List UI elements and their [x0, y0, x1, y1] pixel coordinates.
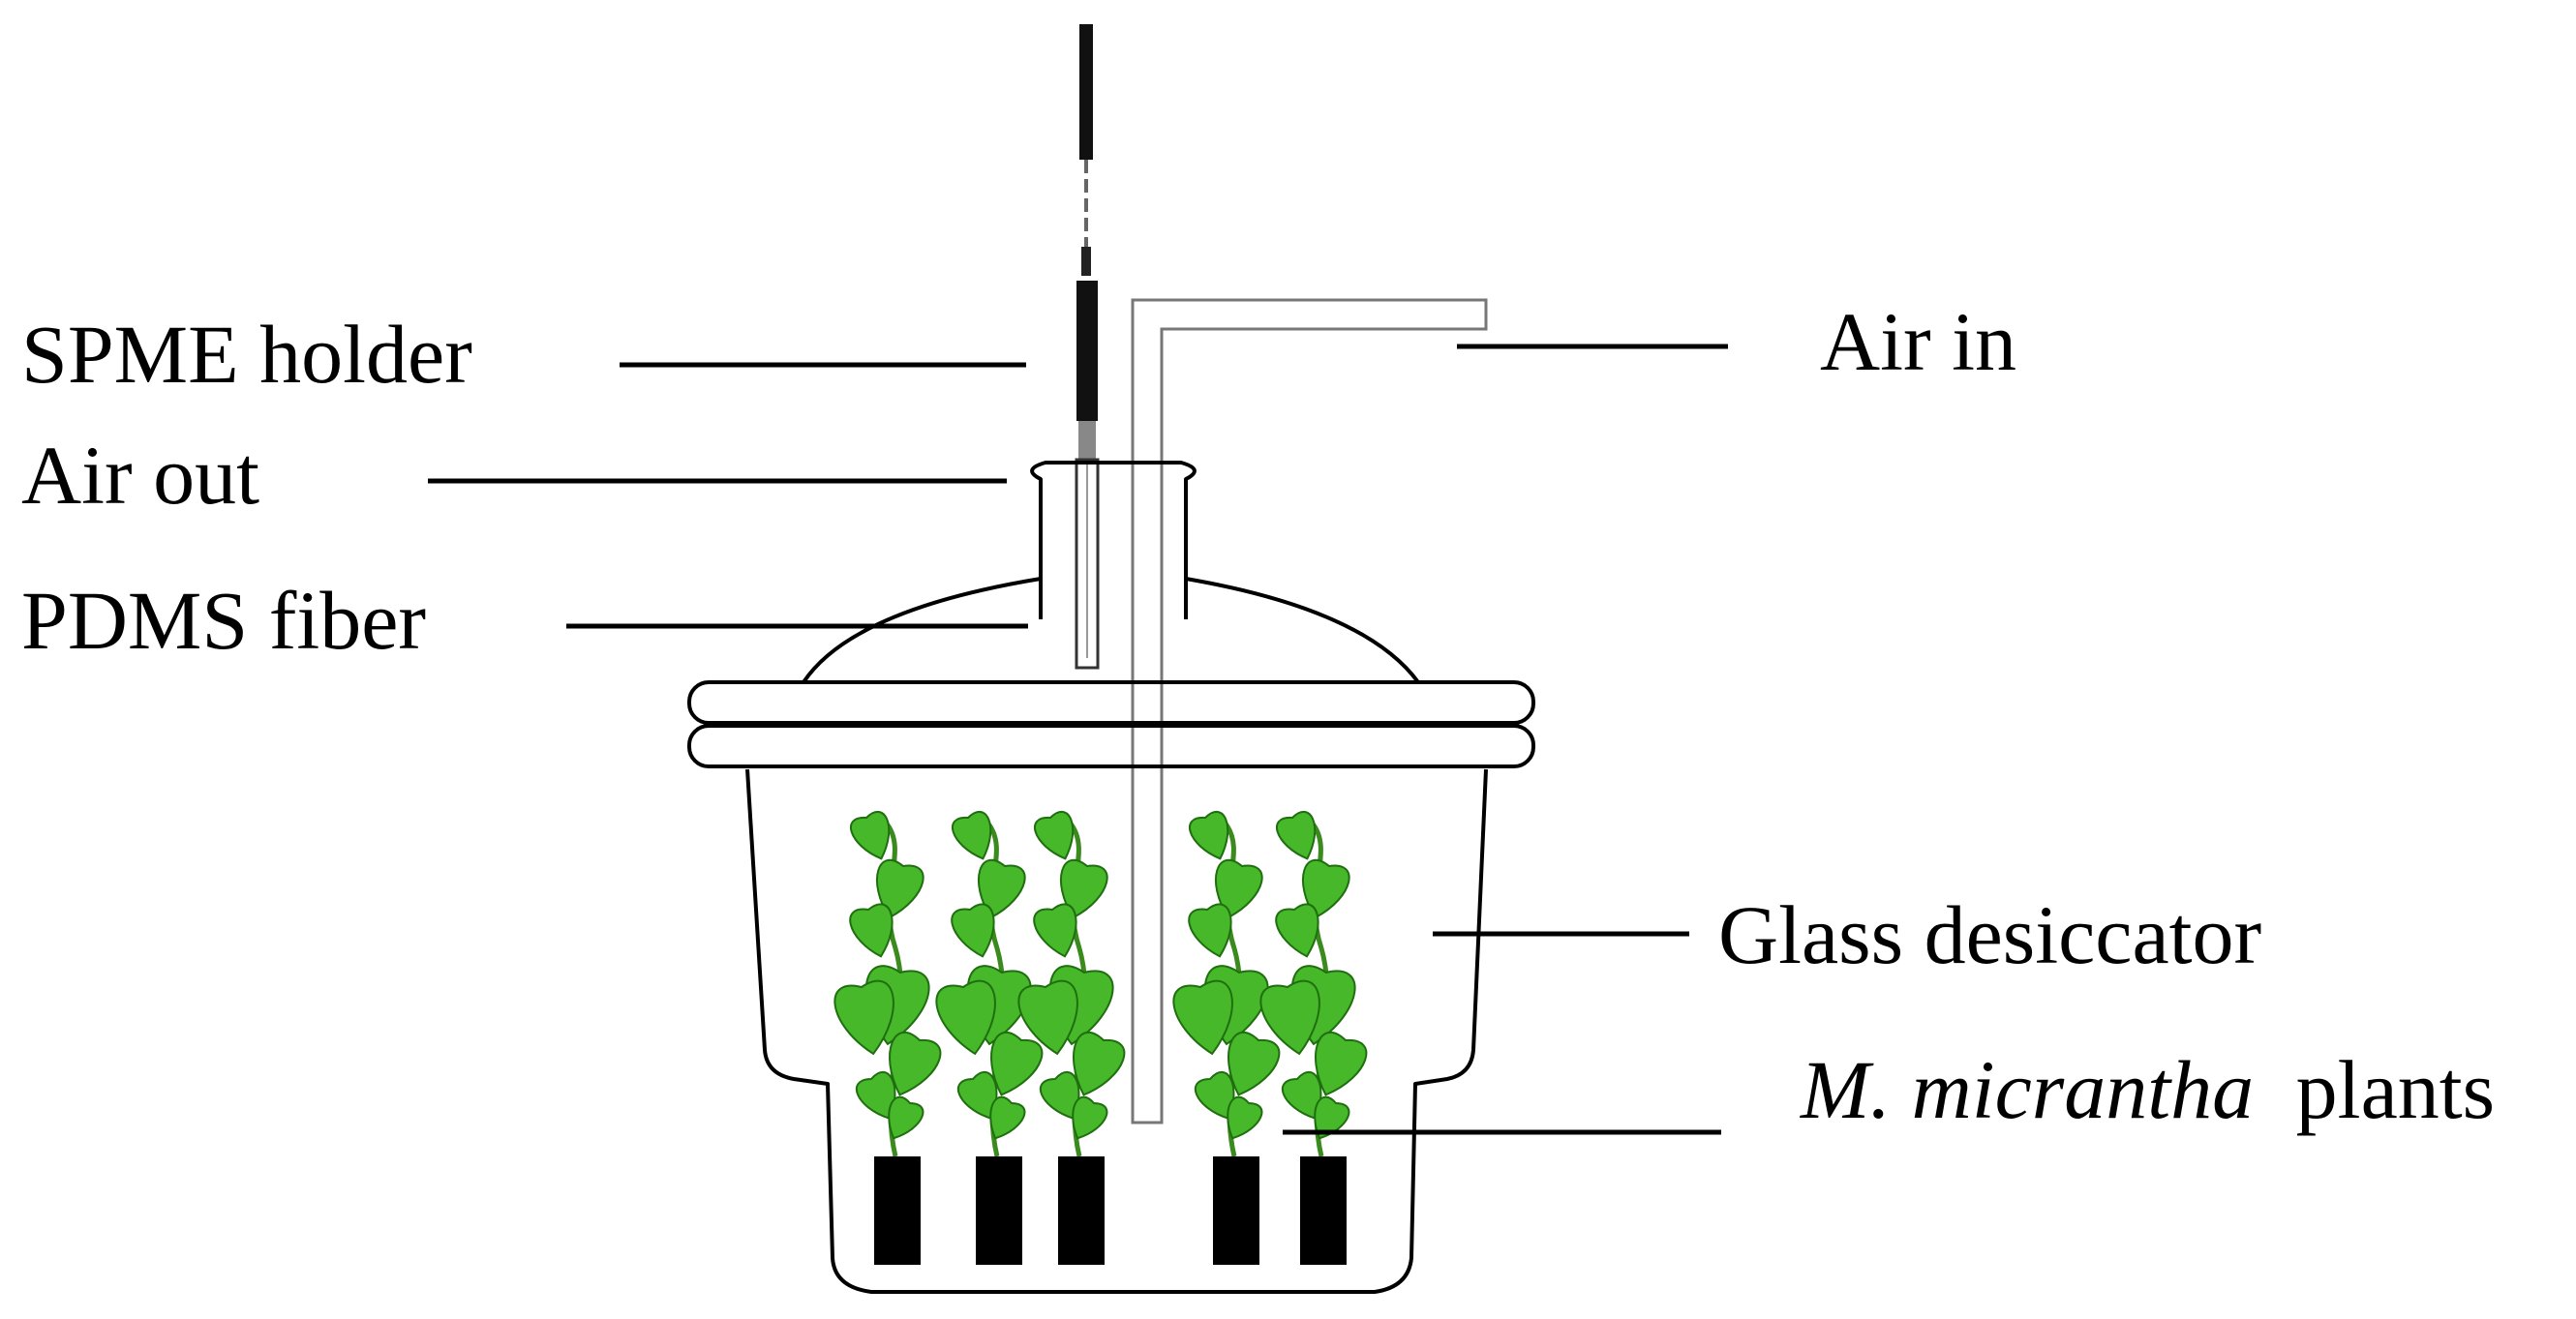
- plant-leaf: [1172, 979, 1233, 1056]
- plant-leaf: [1072, 1095, 1108, 1140]
- plant-pot: [1300, 1156, 1347, 1265]
- plant-leaf: [1188, 903, 1232, 958]
- plant: [935, 810, 1044, 1265]
- label-plants: M. micrantha plants: [1799, 1043, 2495, 1136]
- plant-leaf: [888, 1095, 924, 1140]
- plant-leaf: [1314, 1095, 1350, 1140]
- plant-leaf: [1073, 1032, 1126, 1096]
- plant-leaf: [1188, 810, 1229, 860]
- air-in-tube: [1131, 298, 1488, 1124]
- label-glass-desiccator: Glass desiccator: [1718, 888, 2261, 981]
- plant: [1017, 810, 1126, 1265]
- pdms-fiber: [1075, 458, 1100, 670]
- plant-leaf: [1315, 1032, 1368, 1096]
- plant-leaf: [990, 1032, 1044, 1096]
- plant-leaf: [1227, 1032, 1281, 1096]
- label-pdms-fiber: PDMS fiber: [21, 574, 426, 667]
- desiccator-lid: [687, 461, 1535, 768]
- plant-pot: [976, 1156, 1022, 1265]
- plant-leaf: [951, 903, 995, 958]
- plant-leaf: [1275, 810, 1317, 860]
- label-air-out: Air out: [21, 429, 259, 522]
- plant-leaf: [1033, 810, 1075, 860]
- label-air-in: Air in: [1820, 295, 2016, 388]
- plant-group: [833, 810, 1368, 1265]
- plant-leaf: [1227, 1095, 1263, 1140]
- plant-leaf: [1033, 903, 1077, 958]
- plant-leaf: [1017, 979, 1078, 1056]
- label-plants-species: M. micrantha: [1799, 1043, 2254, 1136]
- label-plants-suffix: plants: [2296, 1043, 2495, 1136]
- plant-leaf: [1275, 903, 1319, 958]
- plant-leaf: [833, 979, 894, 1056]
- spme-holder: [1076, 24, 1098, 460]
- label-spme-holder: SPME holder: [21, 308, 472, 401]
- plant: [833, 810, 942, 1265]
- plant-leaf: [951, 810, 992, 860]
- plant-pot: [874, 1156, 921, 1265]
- desiccator-body: [745, 768, 1488, 1294]
- plant-leaf: [889, 1032, 942, 1096]
- plant-leaf: [935, 979, 996, 1056]
- plant-leaf: [989, 1095, 1026, 1140]
- plant-leaf: [849, 903, 894, 958]
- plant-pot: [1058, 1156, 1105, 1265]
- plant-leaf: [849, 810, 891, 860]
- plant-pot: [1213, 1156, 1259, 1265]
- plant: [1259, 810, 1368, 1265]
- plant: [1172, 810, 1281, 1265]
- plant-leaf: [1259, 979, 1320, 1056]
